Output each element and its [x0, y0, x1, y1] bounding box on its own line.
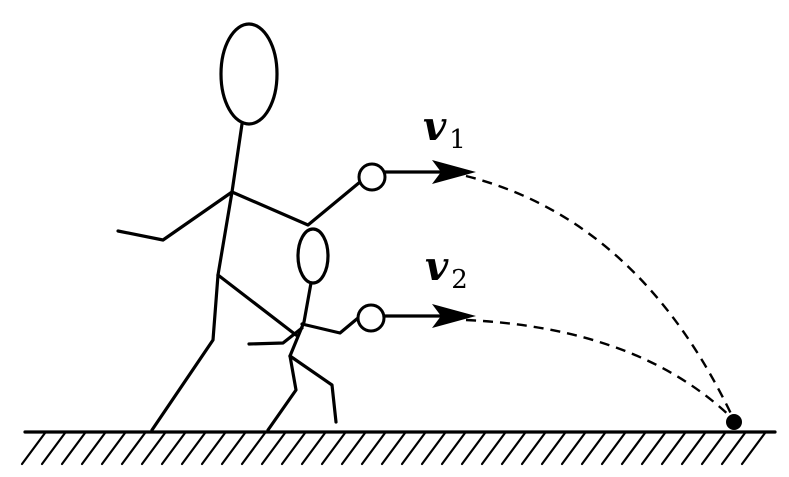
ground: [20, 430, 777, 466]
v1-arrow-head: [432, 160, 476, 184]
hatch-line: [560, 431, 587, 466]
hatch-line: [620, 431, 647, 466]
hatch-line: [220, 431, 247, 466]
hatch-line: [480, 431, 507, 466]
hatch-line: [400, 431, 427, 466]
hatch-line: [600, 431, 627, 466]
tall-person-head: [219, 22, 279, 126]
small-person-throwing-arm: [300, 316, 360, 335]
hatch-line: [120, 431, 147, 466]
hatch-line: [440, 431, 467, 466]
hatch-line: [380, 431, 407, 466]
hatch-line: [80, 431, 107, 466]
hatch-line: [20, 431, 47, 466]
hatch-line: [740, 431, 767, 466]
small-person-back-leg: [288, 354, 338, 424]
tall-person-front-leg: [150, 273, 220, 432]
ground-hatching: [20, 431, 767, 466]
small-person: [247, 227, 360, 432]
tall-person-throwing-arm: [230, 180, 362, 227]
hatch-line: [300, 431, 327, 466]
hatch-line: [720, 431, 747, 466]
lower-trajectory: [465, 318, 735, 421]
hatch-line: [200, 431, 227, 466]
hatch-line: [500, 431, 527, 466]
landing-point: [726, 414, 742, 430]
hatch-line: [280, 431, 307, 466]
hatch-line: [340, 431, 367, 466]
hatch-line: [680, 431, 707, 466]
small-person-back-arm: [247, 326, 304, 346]
hatch-line: [140, 431, 167, 466]
v2-arrow-head: [432, 304, 476, 328]
tall-person-back-arm: [116, 190, 234, 242]
hatch-line: [460, 431, 487, 466]
hatch-line: [100, 431, 127, 466]
small-person-head: [296, 227, 330, 285]
hatch-line: [320, 431, 347, 466]
hatch-line: [580, 431, 607, 466]
hatch-line: [180, 431, 207, 466]
hatch-line: [260, 431, 287, 466]
hatch-line: [360, 431, 387, 466]
hatch-line: [660, 431, 687, 466]
upper-ball: [357, 162, 387, 192]
hatch-line: [240, 431, 267, 466]
lower-ball: [356, 303, 386, 333]
hatch-line: [700, 431, 727, 466]
hatch-line: [60, 431, 87, 466]
hatch-line: [540, 431, 567, 466]
small-person-torso: [288, 281, 313, 358]
small-person-front-leg: [266, 354, 298, 432]
hatch-line: [40, 431, 67, 466]
hatch-line: [640, 431, 667, 466]
hatch-line: [420, 431, 447, 466]
upper-trajectory: [465, 174, 736, 421]
hatch-line: [520, 431, 547, 466]
tall-person-back-leg: [216, 273, 298, 337]
tall-person: [116, 22, 362, 432]
hatch-line: [160, 431, 187, 466]
